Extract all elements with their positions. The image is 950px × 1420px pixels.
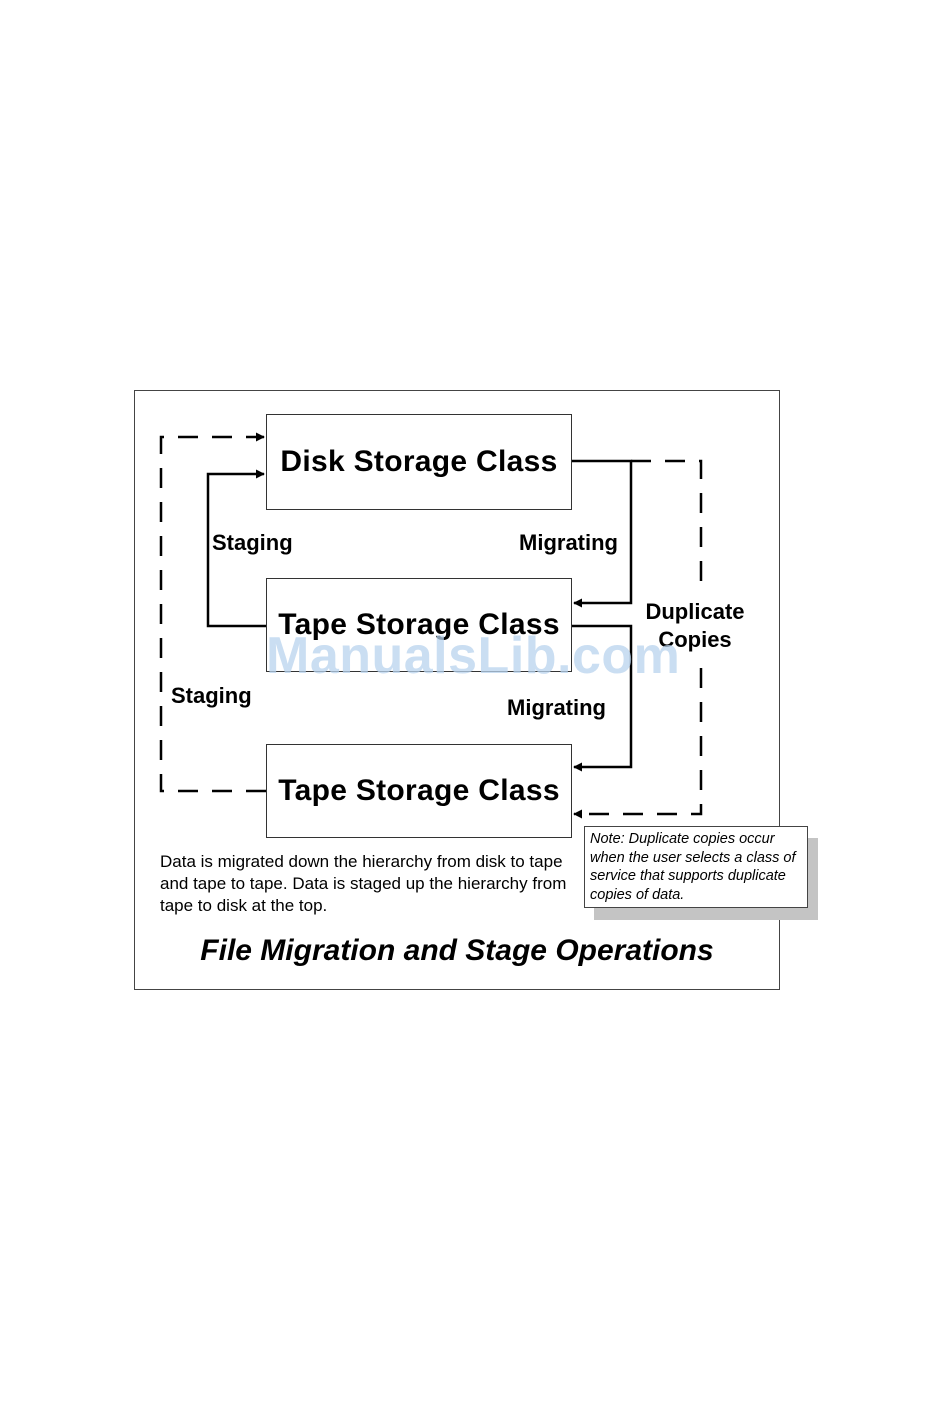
note-box: Note: Duplicate copies occur when the us…	[584, 826, 808, 908]
description-text: Data is migrated down the hierarchy from…	[160, 852, 567, 915]
figure-caption: File Migration and Stage Operations	[200, 934, 714, 967]
staging-label-inner: Staging	[212, 530, 293, 555]
note-text: Note: Duplicate copies occur when the us…	[590, 831, 796, 903]
tape-storage-class-box-lower: Tape Storage Class	[266, 744, 572, 838]
duplicate-copies-label: Duplicate Copies	[645, 599, 745, 652]
migrating-label-lower: Migrating	[507, 695, 606, 720]
disk-storage-class-label: Disk Storage Class	[280, 445, 558, 478]
migrating-label-upper: Migrating	[519, 530, 618, 555]
staging-label-outer: Staging	[171, 683, 252, 708]
tape-storage-class-box-upper: Tape Storage Class	[266, 578, 572, 672]
diagram-frame	[134, 390, 780, 990]
tape-storage-class-label-lower: Tape Storage Class	[278, 774, 560, 807]
tape-storage-class-label-upper: Tape Storage Class	[278, 608, 560, 641]
watermark-text: ManualsLib.com	[266, 627, 681, 685]
disk-storage-class-box: Disk Storage Class	[266, 414, 572, 510]
